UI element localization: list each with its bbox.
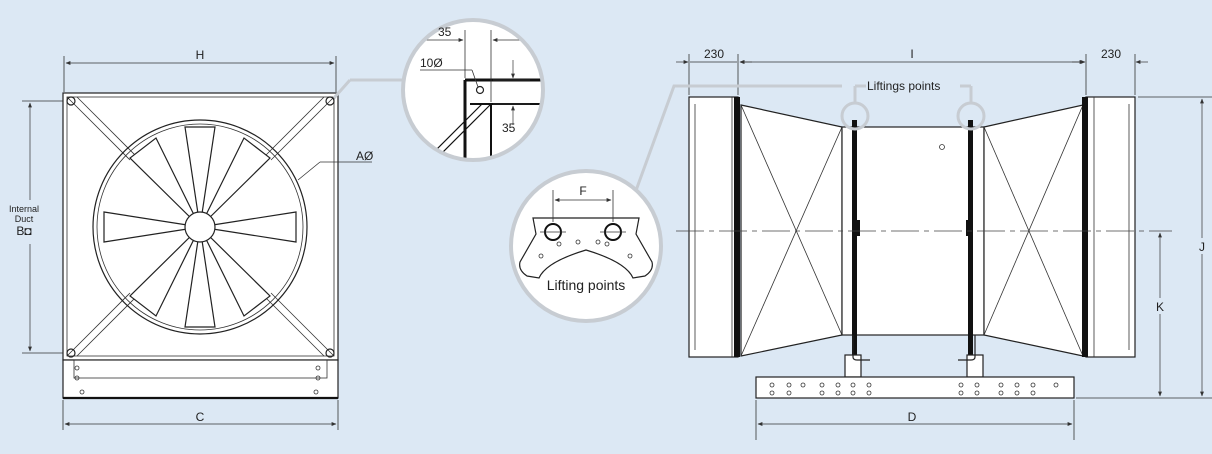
support-feet (844, 335, 984, 378)
side-view: 230 I 230 (632, 47, 1212, 440)
left-transition-cone (740, 104, 843, 357)
width-label: H (196, 48, 205, 62)
hole-diameter-label: 10Ø (420, 56, 443, 70)
lifting-detail-callout: F Lifting points (509, 169, 663, 323)
base-length-label: D (908, 410, 917, 424)
offset-x-label: 35 (438, 25, 452, 39)
fan-hub (184, 211, 216, 243)
fan-blades-icon (103, 126, 297, 328)
height-label: J (1199, 240, 1205, 254)
right-duct-flange (1085, 96, 1136, 358)
front-view: H Internal Duct B◘ (2, 48, 373, 430)
base-rail (755, 376, 1075, 399)
lifting-points-label: Liftings points (867, 79, 940, 93)
duct-label-b: B◘ (16, 224, 31, 238)
fan-ring (92, 119, 308, 335)
corner-hole-icon (325, 96, 335, 106)
length-label: I (910, 47, 913, 61)
right-flange-label: 230 (1101, 47, 1121, 61)
center-height-label: K (1156, 300, 1164, 314)
left-flange-label: 230 (704, 47, 724, 61)
right-transition-cone (983, 104, 1084, 357)
mounting-hole-icon (475, 85, 485, 95)
corner-hole-icon (325, 348, 335, 358)
lifting-detail-caption: Lifting points (547, 277, 626, 293)
offset-y-label: 35 (502, 121, 516, 135)
duct-label-internal: Internal (9, 204, 39, 214)
fan-base (62, 359, 339, 399)
corner-detail-callout: 35 10Ø 35 (332, 18, 545, 162)
duct-label-duct: Duct (15, 214, 34, 224)
lifting-spacing-label: F (579, 184, 586, 198)
base-width-label: C (196, 410, 205, 424)
corner-hole-icon (66, 348, 76, 358)
left-duct-flange (688, 96, 739, 358)
lifting-bracket (519, 217, 653, 279)
diameter-label: AØ (356, 149, 373, 163)
base-rail-holes-icon (769, 382, 1059, 396)
corner-hole-icon (66, 96, 76, 106)
